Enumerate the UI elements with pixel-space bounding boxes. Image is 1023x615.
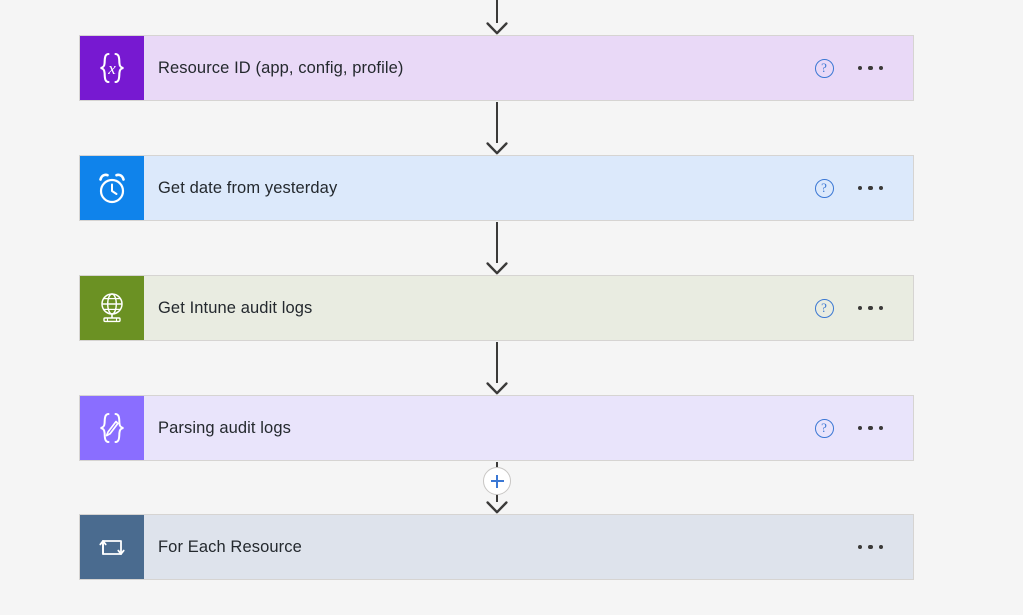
flow-step-actions: ? — [814, 178, 886, 198]
ellipsis-dot — [878, 185, 883, 191]
ellipsis-dot — [878, 425, 883, 431]
insert-step-plus-button[interactable] — [483, 467, 511, 495]
ellipsis-dot — [857, 305, 862, 311]
ellipsis-dot — [868, 544, 873, 550]
ellipsis-dot — [857, 185, 862, 191]
connector-line — [496, 0, 498, 23]
ellipsis-dot — [857, 425, 862, 431]
flow-connector — [478, 222, 516, 275]
flow-step-actions — [856, 539, 886, 556]
connector-arrowhead-icon — [486, 501, 508, 514]
connector-line — [496, 342, 498, 383]
alarm-clock-icon — [80, 156, 144, 220]
plus-icon-vertical — [496, 474, 498, 488]
ellipsis-dot — [878, 544, 883, 550]
connector-line — [496, 222, 498, 263]
http-globe-icon — [80, 276, 144, 340]
connector-arrowhead-icon — [486, 142, 508, 155]
flow-step-body: Get Intune audit logs? — [144, 276, 913, 340]
flow-step-card[interactable]: x Resource ID (app, config, profile)? — [79, 35, 914, 101]
flow-step-body: For Each Resource — [144, 515, 913, 579]
flow-step-body: Parsing audit logs? — [144, 396, 913, 460]
flow-connector — [478, 0, 516, 35]
ellipsis-dot — [878, 65, 883, 71]
flow-step-title: Parsing audit logs — [158, 418, 291, 437]
compose-braces-pencil-icon — [80, 396, 144, 460]
more-options-ellipsis-icon[interactable] — [856, 60, 886, 77]
flow-step-actions: ? — [814, 298, 886, 318]
flow-step-actions: ? — [814, 58, 886, 78]
ellipsis-dot — [868, 425, 873, 431]
more-options-ellipsis-icon[interactable] — [856, 539, 886, 556]
variables-braces-x-icon: x — [80, 36, 144, 100]
loop-foreach-icon — [80, 515, 144, 579]
flow-step-title: Resource ID (app, config, profile) — [158, 58, 404, 77]
flow-step-actions: ? — [814, 418, 886, 438]
flow-step-card[interactable]: Parsing audit logs? — [79, 395, 914, 461]
more-options-ellipsis-icon[interactable] — [856, 420, 886, 437]
ellipsis-dot — [878, 305, 883, 311]
connector-arrowhead-icon — [486, 382, 508, 395]
ellipsis-dot — [868, 65, 873, 71]
flow-step-title: Get Intune audit logs — [158, 298, 313, 317]
more-options-ellipsis-icon[interactable] — [856, 300, 886, 317]
ellipsis-dot — [857, 65, 862, 71]
ellipsis-dot — [857, 544, 862, 550]
ellipsis-dot — [868, 185, 873, 191]
flow-step-title: Get date from yesterday — [158, 178, 338, 197]
help-icon[interactable]: ? — [814, 418, 834, 438]
svg-text:x: x — [107, 59, 116, 78]
flow-step-title: For Each Resource — [158, 537, 302, 556]
flow-step-card[interactable]: Get date from yesterday? — [79, 155, 914, 221]
flow-step-card[interactable]: Get Intune audit logs? — [79, 275, 914, 341]
help-icon[interactable]: ? — [814, 178, 834, 198]
flow-connector — [478, 102, 516, 155]
help-icon[interactable]: ? — [814, 298, 834, 318]
ellipsis-dot — [868, 305, 873, 311]
flow-step-body: Resource ID (app, config, profile)? — [144, 36, 913, 100]
help-icon[interactable]: ? — [814, 58, 834, 78]
flow-step-card[interactable]: For Each Resource — [79, 514, 914, 580]
connector-arrowhead-icon — [486, 22, 508, 35]
connector-line — [496, 102, 498, 143]
flow-connector — [478, 342, 516, 395]
connector-arrowhead-icon — [486, 262, 508, 275]
flow-step-body: Get date from yesterday? — [144, 156, 913, 220]
more-options-ellipsis-icon[interactable] — [856, 180, 886, 197]
